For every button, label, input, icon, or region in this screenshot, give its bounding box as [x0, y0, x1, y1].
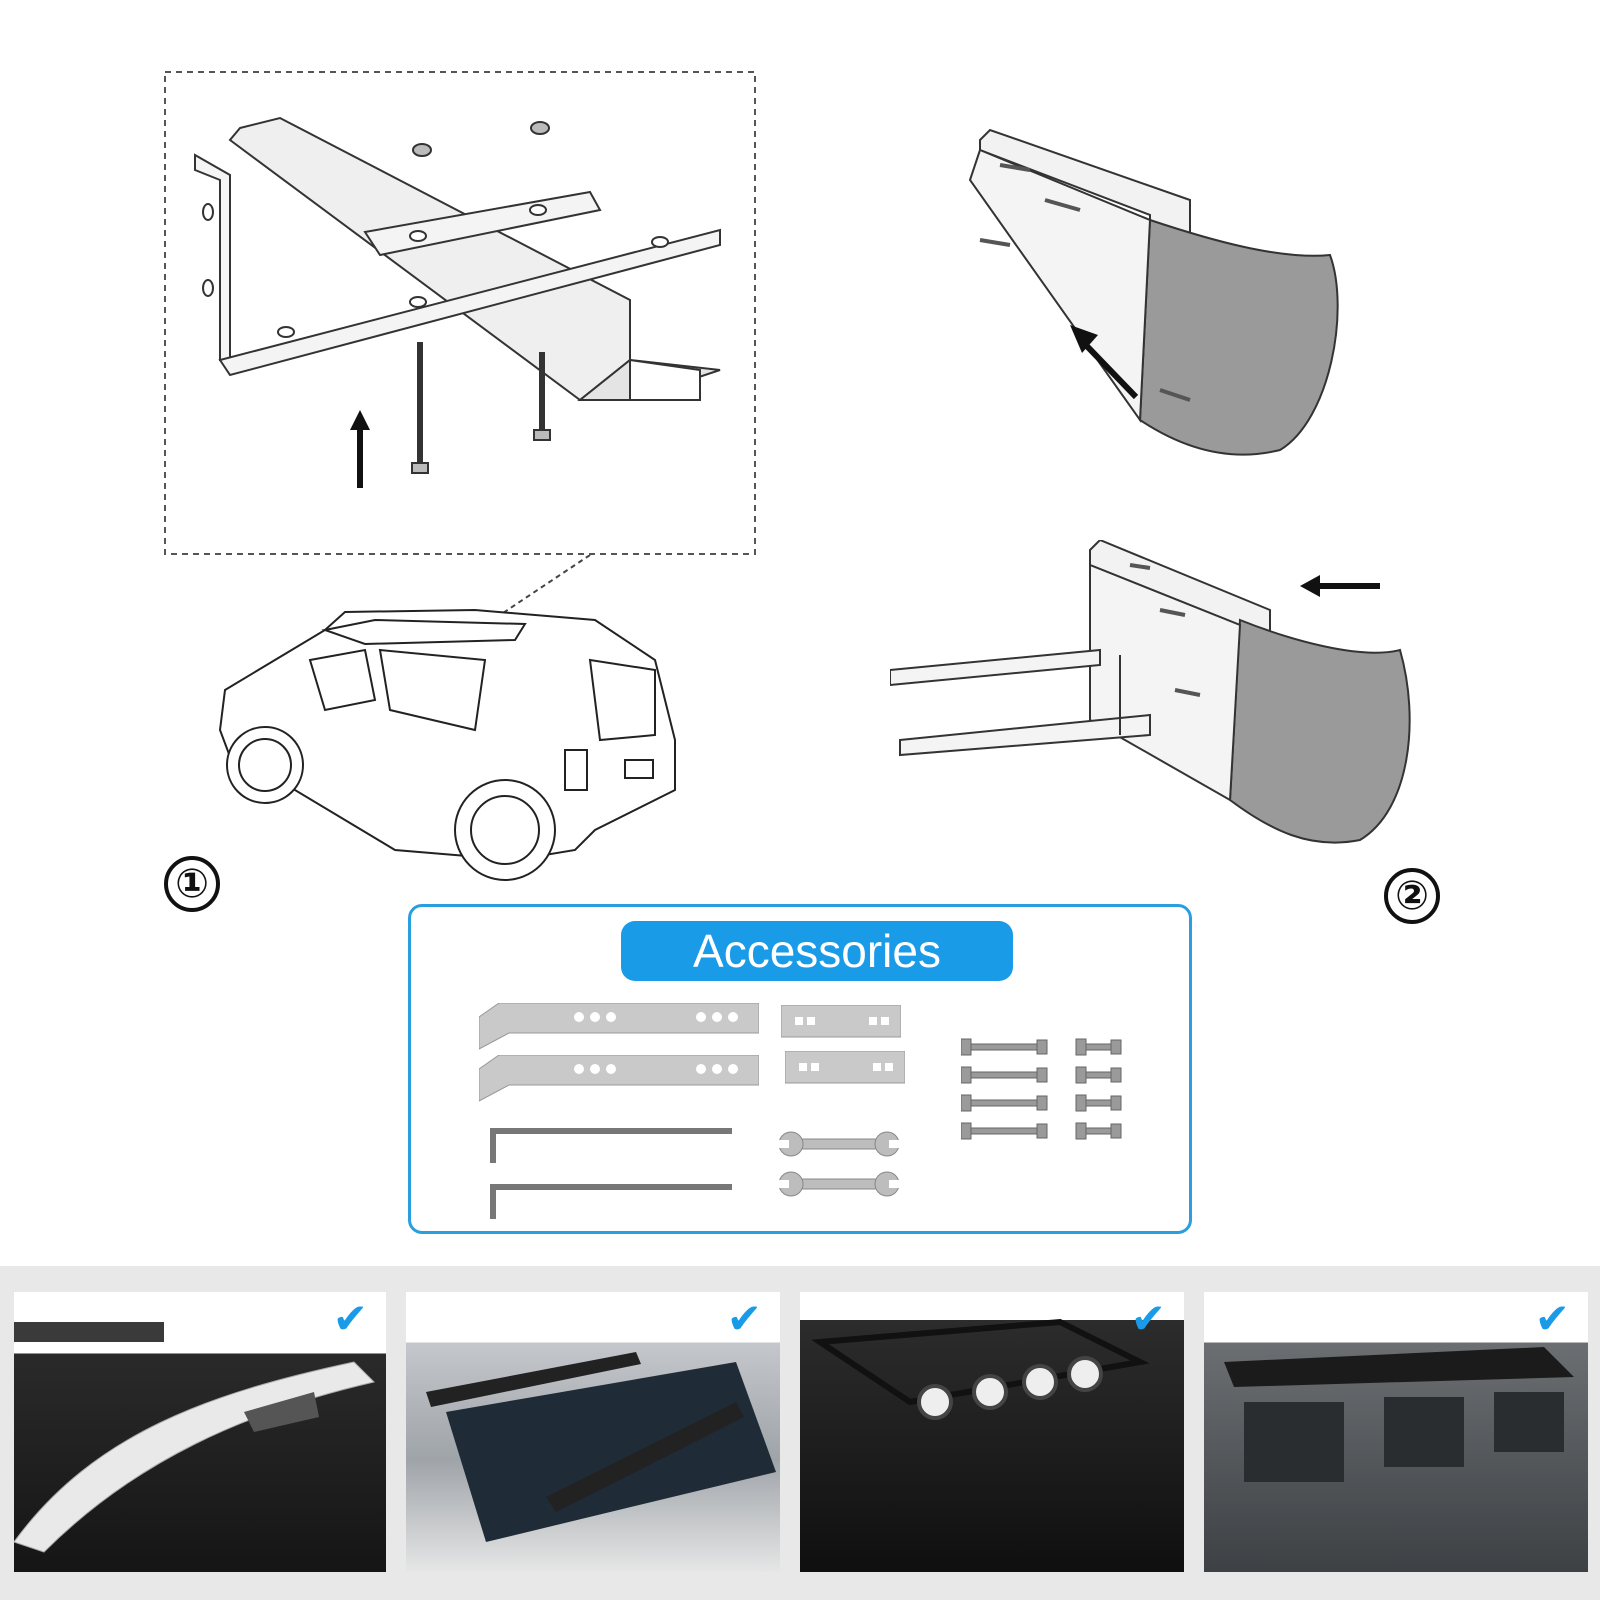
step1-detail-diagram	[160, 70, 760, 560]
gallery-photo-side-rail: ✔	[14, 1292, 386, 1572]
step-number-2: ②	[1384, 868, 1440, 924]
step-number-1: ①	[164, 856, 220, 912]
wrench	[777, 1169, 901, 1199]
check-icon: ✔	[726, 1294, 762, 1343]
suv-outline-illustration	[215, 600, 685, 900]
mounting-bracket	[479, 1055, 759, 1103]
step2-rail-diagram-bottom	[890, 540, 1450, 870]
step2-rail-diagram-top	[950, 120, 1370, 480]
check-icon: ✔	[1534, 1294, 1570, 1343]
hex-key	[487, 1181, 737, 1221]
check-icon: ✔	[1130, 1294, 1166, 1343]
compatibility-gallery: ✔ ✔ ✔ ✔	[0, 1266, 1600, 1600]
hex-key	[487, 1125, 737, 1165]
arrow-left-icon	[1300, 575, 1382, 597]
accessories-title: Accessories	[621, 921, 1013, 981]
wrench	[777, 1129, 901, 1159]
gallery-photo-cross-bars: ✔	[406, 1292, 780, 1572]
mounting-bracket	[479, 1003, 759, 1051]
bolt-set	[961, 1037, 1131, 1147]
gallery-photo-flat-platform: ✔	[1204, 1292, 1588, 1572]
accessories-panel: Accessories	[408, 904, 1192, 1234]
check-icon: ✔	[332, 1294, 368, 1343]
arrow-diagonal-icon	[1070, 325, 1140, 400]
mounting-plate	[785, 1051, 905, 1085]
gallery-photo-roof-basket: ✔	[800, 1292, 1184, 1572]
arrow-up-icon	[350, 410, 370, 490]
mounting-plate	[781, 1005, 901, 1039]
